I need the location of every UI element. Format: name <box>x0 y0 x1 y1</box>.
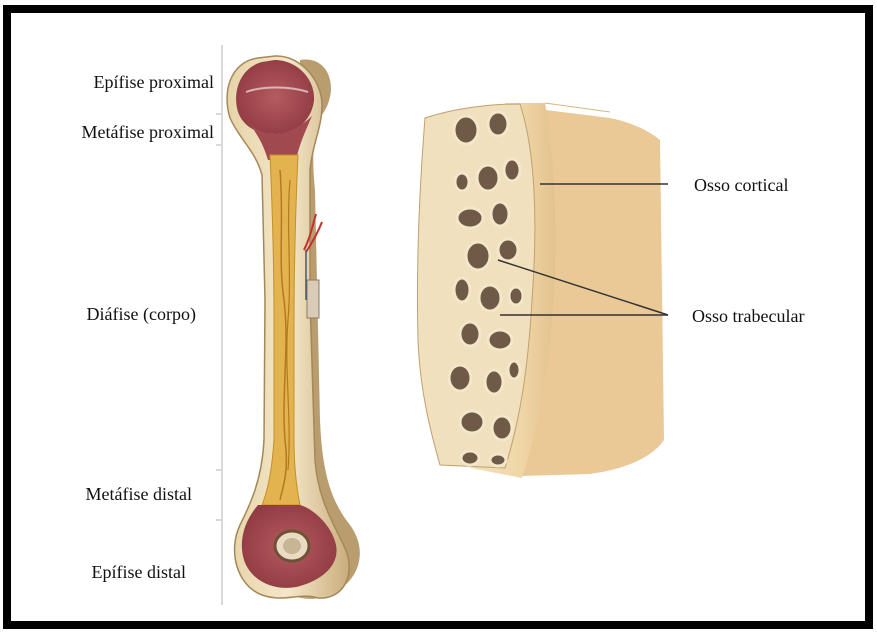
label-diaphysis: Diáfise (corpo) <box>87 304 196 325</box>
label-metaphysis-distal: Metáfise distal <box>86 484 192 504</box>
periosteum-strip <box>307 280 319 318</box>
long-bone-illustration <box>227 56 360 599</box>
bone-tissue-section-illustration <box>417 103 664 478</box>
label-cortical-bone: Osso cortical <box>694 175 788 195</box>
label-epiphysis-proximal: Epífise proximal <box>94 72 214 92</box>
label-trabecular-bone: Osso trabecular <box>692 306 804 326</box>
label-metaphysis-proximal: Metáfise proximal <box>82 122 214 142</box>
label-epiphysis-distal: Epífise distal <box>92 562 186 582</box>
